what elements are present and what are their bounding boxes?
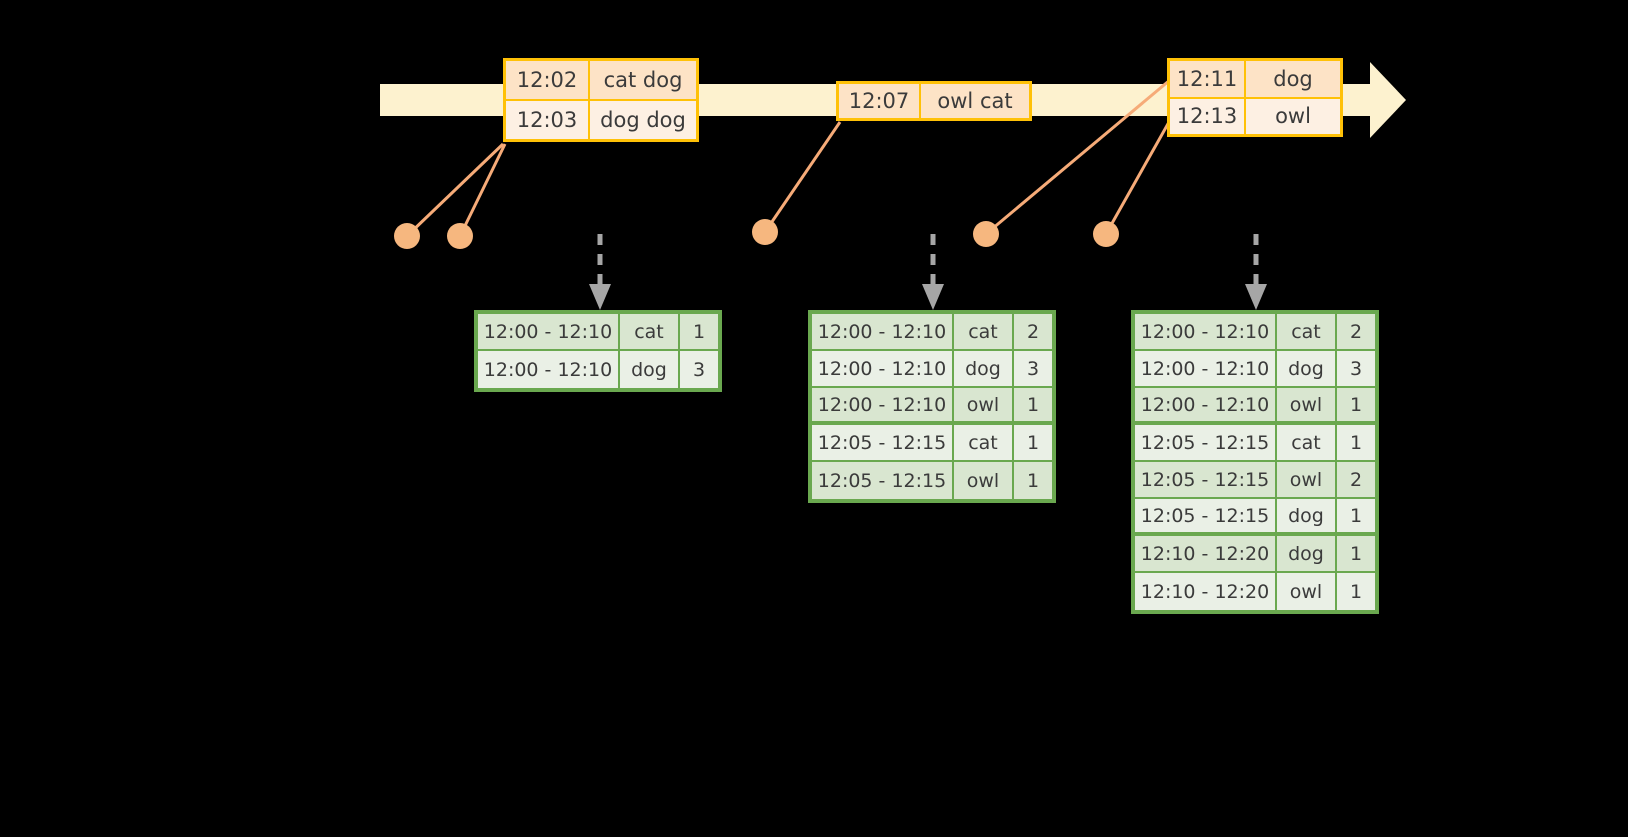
key-cell: dog (1277, 536, 1337, 571)
event-row[interactable]: 12:07 owl cat (839, 84, 1029, 118)
result-table-2[interactable]: 12:00 - 12:10 cat 2 12:00 - 12:10 dog 3 … (808, 310, 1056, 503)
stream-dot-5 (1093, 221, 1119, 247)
count-cell: 1 (1026, 469, 1040, 492)
event-words: dog dog (600, 108, 686, 132)
window-cell: 12:00 - 12:10 (478, 351, 620, 388)
stream-dot-4 (973, 221, 999, 247)
key-cell: cat (1277, 314, 1337, 349)
table-row[interactable]: 12:05 - 12:15 owl 2 (1135, 462, 1375, 499)
window-cell: 12:00 - 12:10 (812, 314, 954, 349)
event-group-1[interactable]: 12:02 cat dog 12:03 dog dog (503, 58, 699, 142)
event-time: 12:13 (1170, 98, 1246, 134)
event-row[interactable]: 12:13 owl (1170, 98, 1340, 134)
window-cell: 12:00 - 12:10 (1135, 314, 1277, 349)
table-row[interactable]: 12:10 - 12:20 owl 1 (1135, 573, 1375, 610)
stream-dot-1 (394, 223, 420, 249)
key-cell: owl (1277, 573, 1337, 610)
event-time: 12:02 (506, 61, 590, 99)
key-cell: dog (1277, 499, 1337, 532)
key-cell: owl (954, 388, 1014, 421)
table-row[interactable]: 12:05 - 12:15 cat 1 (812, 425, 1052, 462)
window-cell: 12:10 - 12:20 (1135, 573, 1277, 610)
event-words: owl (1275, 104, 1311, 129)
event-time: 12:03 (506, 101, 590, 139)
table-row[interactable]: 12:00 - 12:10 owl 1 (1135, 388, 1375, 425)
down-arrow-3-icon (1245, 234, 1267, 310)
result-table-1[interactable]: 12:00 - 12:10 cat 1 12:00 - 12:10 dog 3 (474, 310, 722, 392)
event-group-3[interactable]: 12:11 dog 12:13 owl (1167, 58, 1343, 137)
key-cell: owl (1277, 388, 1337, 421)
window-cell: 12:00 - 12:10 (478, 314, 620, 349)
stream-dot-2 (447, 223, 473, 249)
table-row[interactable]: 12:00 - 12:10 cat 2 (1135, 314, 1375, 351)
table-row[interactable]: 12:00 - 12:10 dog 3 (1135, 351, 1375, 388)
key-cell: cat (620, 314, 680, 349)
key-cell: dog (1277, 351, 1337, 386)
table-row[interactable]: 12:05 - 12:15 dog 1 (1135, 499, 1375, 536)
stream-dot-3 (752, 219, 778, 245)
table-row[interactable]: 12:00 - 12:10 dog 3 (812, 351, 1052, 388)
event-words: dog (1273, 66, 1313, 91)
count-cell: 2 (1026, 320, 1040, 343)
event-group-2[interactable]: 12:07 owl cat (836, 81, 1032, 121)
event-words: owl cat (937, 89, 1013, 113)
window-cell: 12:00 - 12:10 (1135, 351, 1277, 386)
count-cell: 1 (1026, 393, 1040, 416)
key-cell: dog (954, 351, 1014, 386)
count-cell: 3 (692, 358, 706, 381)
window-cell: 12:05 - 12:15 (812, 462, 954, 499)
count-cell: 3 (1349, 357, 1363, 380)
key-cell: owl (1277, 462, 1337, 497)
key-cell: cat (954, 425, 1014, 460)
count-cell: 1 (1349, 431, 1363, 454)
window-cell: 12:05 - 12:15 (1135, 462, 1277, 497)
down-arrow-1-icon (589, 234, 611, 310)
event-words: cat dog (603, 68, 683, 92)
count-cell: 1 (1349, 393, 1363, 416)
down-arrow-2-icon (922, 234, 944, 310)
key-cell: owl (954, 462, 1014, 499)
count-cell: 1 (692, 320, 706, 343)
count-cell: 2 (1349, 468, 1363, 491)
table-row[interactable]: 12:00 - 12:10 cat 2 (812, 314, 1052, 351)
table-row[interactable]: 12:00 - 12:10 owl 1 (812, 388, 1052, 425)
window-cell: 12:05 - 12:15 (812, 425, 954, 460)
table-row[interactable]: 12:00 - 12:10 cat 1 (478, 314, 718, 351)
table-row[interactable]: 12:10 - 12:20 dog 1 (1135, 536, 1375, 573)
event-time: 12:11 (1170, 61, 1246, 97)
event-row[interactable]: 12:11 dog (1170, 61, 1340, 99)
window-cell: 12:10 - 12:20 (1135, 536, 1277, 571)
timeline-arrowhead-icon (1370, 62, 1406, 138)
count-cell: 1 (1349, 542, 1363, 565)
count-cell: 3 (1026, 357, 1040, 380)
window-cell: 12:05 - 12:15 (1135, 425, 1277, 460)
key-cell: cat (954, 314, 1014, 349)
table-row[interactable]: 12:00 - 12:10 dog 3 (478, 351, 718, 388)
key-cell: dog (620, 351, 680, 388)
result-table-3[interactable]: 12:00 - 12:10 cat 2 12:00 - 12:10 dog 3 … (1131, 310, 1379, 614)
window-cell: 12:00 - 12:10 (1135, 388, 1277, 421)
window-cell: 12:00 - 12:10 (812, 351, 954, 386)
count-cell: 2 (1349, 320, 1363, 343)
event-time: 12:07 (839, 84, 921, 118)
table-row[interactable]: 12:05 - 12:15 cat 1 (1135, 425, 1375, 462)
event-row[interactable]: 12:02 cat dog (506, 61, 696, 101)
window-cell: 12:05 - 12:15 (1135, 499, 1277, 532)
table-row[interactable]: 12:05 - 12:15 owl 1 (812, 462, 1052, 499)
count-cell: 1 (1349, 580, 1363, 603)
window-cell: 12:00 - 12:10 (812, 388, 954, 421)
count-cell: 1 (1026, 431, 1040, 454)
key-cell: cat (1277, 425, 1337, 460)
count-cell: 1 (1349, 504, 1363, 527)
event-row[interactable]: 12:03 dog dog (506, 101, 696, 139)
